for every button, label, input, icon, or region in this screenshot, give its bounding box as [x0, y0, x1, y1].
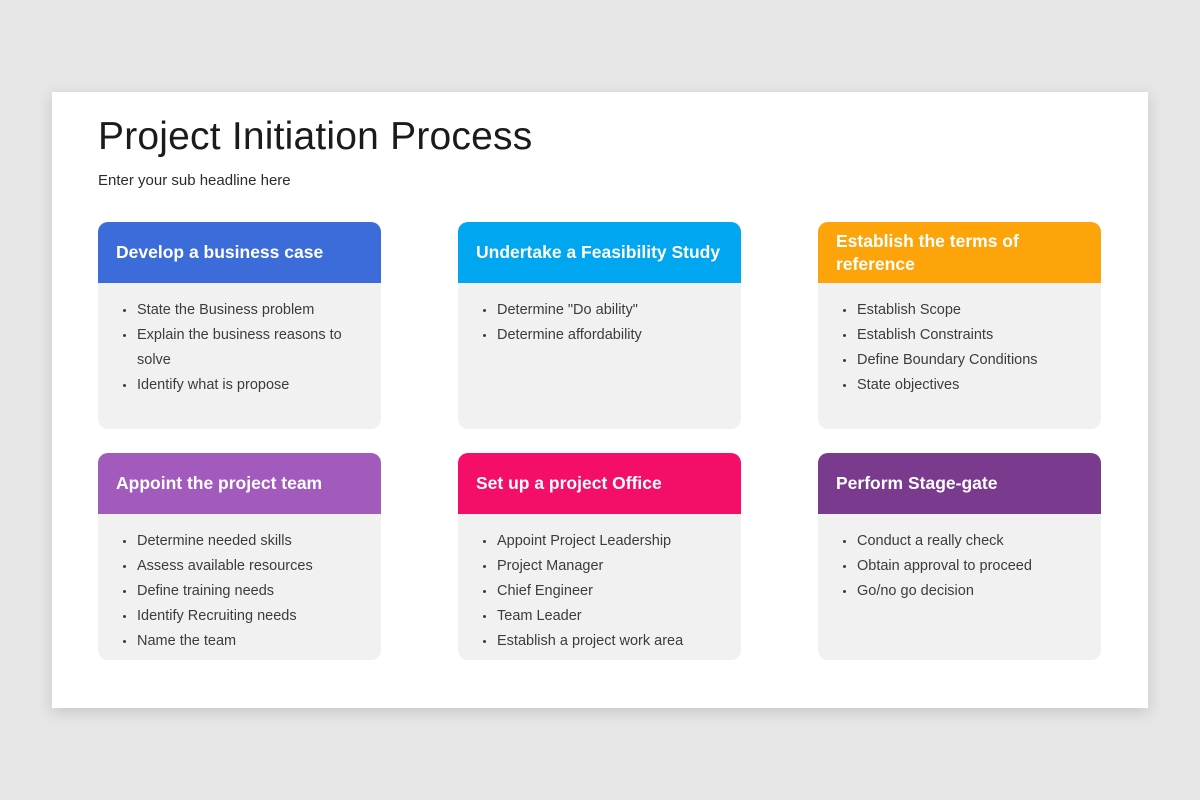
bullet-item: Name the team	[98, 629, 369, 654]
bullet-item: Identify Recruiting needs	[98, 604, 369, 629]
bullet-item: Explain the business reasons to solve	[98, 323, 369, 373]
card-body: Conduct a really check Obtain approval t…	[818, 514, 1101, 660]
card-title: Perform Stage-gate	[836, 473, 998, 493]
card-terms-of-reference: Establish the terms of reference Establi…	[818, 222, 1101, 429]
card-header: Develop a business case	[98, 222, 381, 283]
bullet-list: Appoint Project Leadership Project Manag…	[458, 529, 729, 654]
bullet-item: Project Manager	[458, 554, 729, 579]
bullet-item: Establish Scope	[818, 298, 1089, 323]
bullet-item: Define training needs	[98, 579, 369, 604]
cards-grid: Develop a business case State the Busine…	[98, 222, 1101, 660]
card-title: Establish the terms of reference	[836, 230, 1019, 274]
card-appoint-project-team: Appoint the project team Determine neede…	[98, 453, 381, 660]
card-body: Appoint Project Leadership Project Manag…	[458, 514, 741, 660]
card-body: Determine needed skills Assess available…	[98, 514, 381, 660]
card-body: Establish Scope Establish Constraints De…	[818, 283, 1101, 429]
bullet-item: Identify what is propose	[98, 373, 369, 398]
card-title: Undertake a Feasibility Study	[476, 242, 721, 262]
card-header: Undertake a Feasibility Study	[458, 222, 741, 283]
card-header: Appoint the project team	[98, 453, 381, 514]
page-subtitle: Enter your sub headline here	[98, 172, 291, 189]
card-title: Develop a business case	[116, 242, 324, 262]
card-perform-stage-gate: Perform Stage-gate Conduct a really chec…	[818, 453, 1101, 660]
card-header: Perform Stage-gate	[818, 453, 1101, 514]
card-develop-business-case: Develop a business case State the Busine…	[98, 222, 381, 429]
card-title: Appoint the project team	[116, 473, 323, 493]
bullet-list: Determine "Do ability" Determine afforda…	[458, 298, 729, 348]
page-title: Project Initiation Process	[98, 115, 533, 158]
card-title: Set up a project Office	[476, 473, 662, 493]
bullet-item: Determine needed skills	[98, 529, 369, 554]
bullet-item: Define Boundary Conditions	[818, 348, 1089, 373]
card-project-office: Set up a project Office Appoint Project …	[458, 453, 741, 660]
bullet-item: State objectives	[818, 373, 1089, 398]
bullet-item: Establish Constraints	[818, 323, 1089, 348]
bullet-item: Determine affordability	[458, 323, 729, 348]
bullet-item: State the Business problem	[98, 298, 369, 323]
bullet-item: Team Leader	[458, 604, 729, 629]
card-header: Establish the terms of reference	[818, 222, 1101, 283]
bullet-list: State the Business problem Explain the b…	[98, 298, 369, 398]
bullet-item: Chief Engineer	[458, 579, 729, 604]
bullet-item: Appoint Project Leadership	[458, 529, 729, 554]
bullet-list: Conduct a really check Obtain approval t…	[818, 529, 1089, 604]
card-feasibility-study: Undertake a Feasibility Study Determine …	[458, 222, 741, 429]
bullet-item: Conduct a really check	[818, 529, 1089, 554]
bullet-item: Go/no go decision	[818, 579, 1089, 604]
bullet-item: Establish a project work area	[458, 629, 729, 654]
card-header: Set up a project Office	[458, 453, 741, 514]
card-body: Determine "Do ability" Determine afforda…	[458, 283, 741, 429]
bullet-list: Establish Scope Establish Constraints De…	[818, 298, 1089, 398]
bullet-list: Determine needed skills Assess available…	[98, 529, 369, 654]
bullet-item: Obtain approval to proceed	[818, 554, 1089, 579]
bullet-item: Assess available resources	[98, 554, 369, 579]
card-body: State the Business problem Explain the b…	[98, 283, 381, 429]
bullet-item: Determine "Do ability"	[458, 298, 729, 323]
slide: Project Initiation Process Enter your su…	[52, 92, 1148, 708]
